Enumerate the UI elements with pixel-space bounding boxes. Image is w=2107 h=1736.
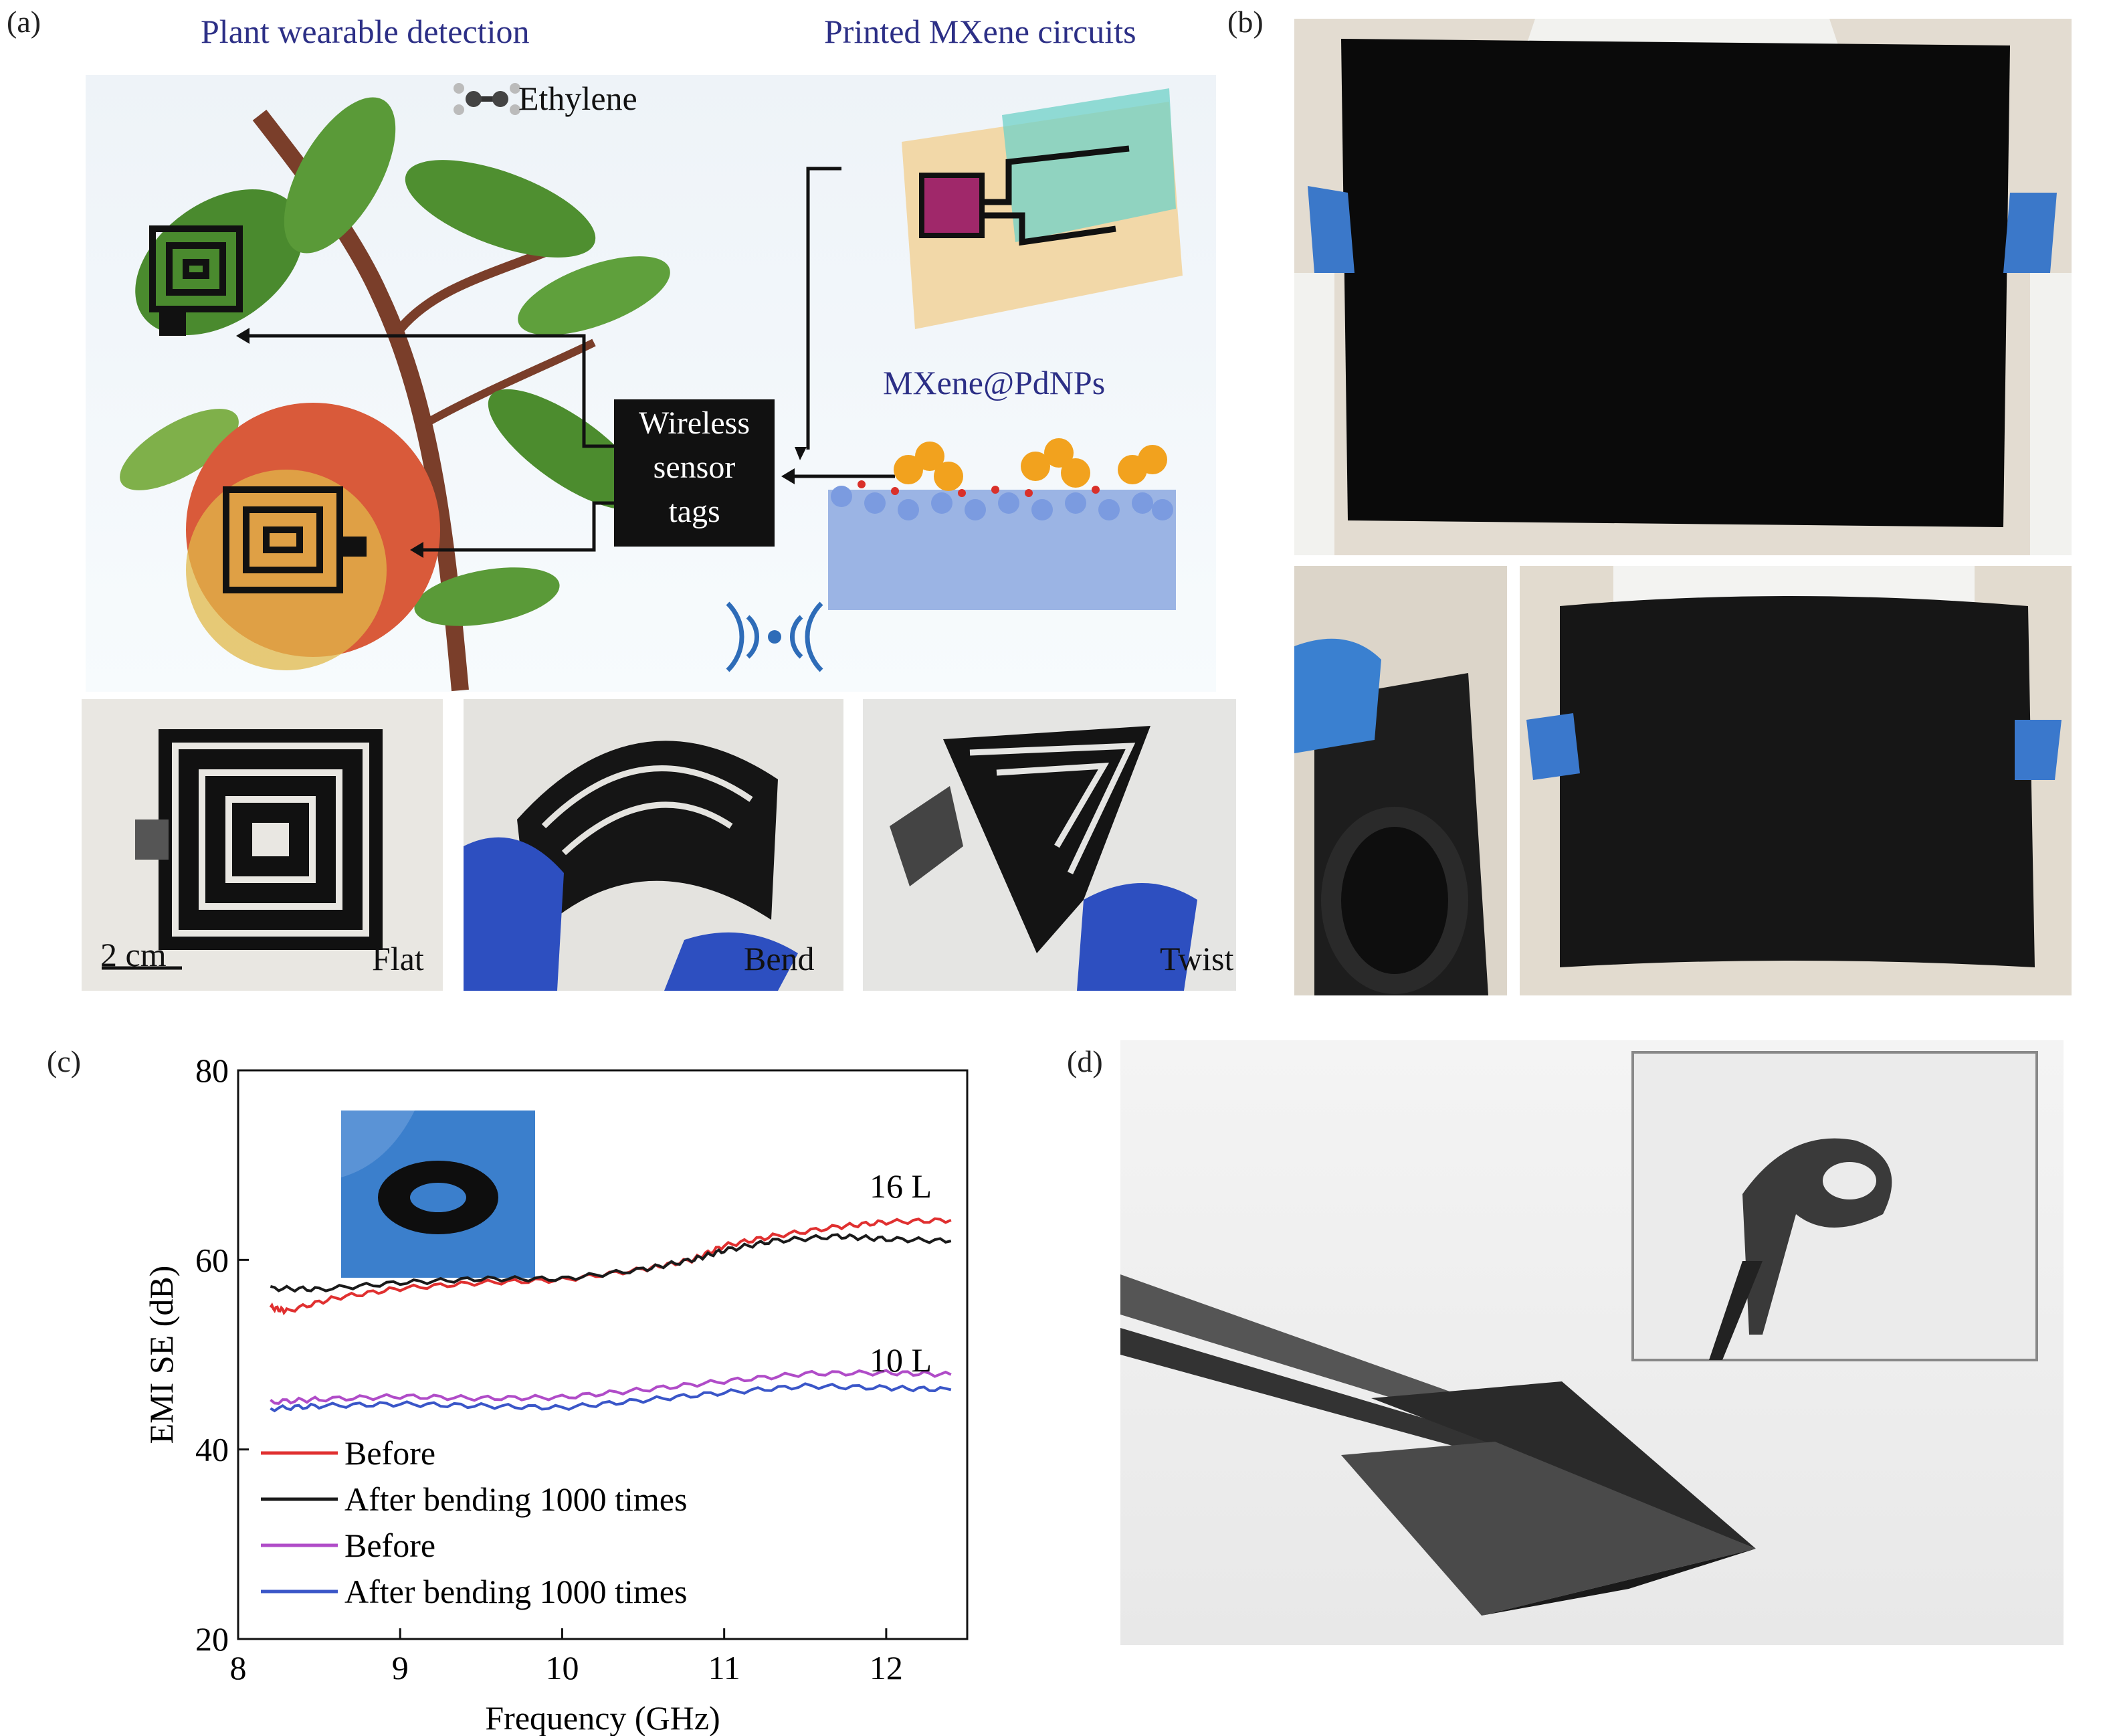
ethylene-molecule <box>454 83 520 115</box>
textured-black-sheet-photo <box>1520 566 2072 995</box>
panel-a-label: (a) <box>7 5 41 39</box>
sensor-box-line-3: tags <box>668 494 720 529</box>
series-line-1 <box>270 1233 952 1293</box>
sensor-box-line-1: Wireless <box>638 405 750 441</box>
scale-bar-label: 2 cm <box>100 936 167 973</box>
mxene-lattice <box>828 438 1176 610</box>
wireless-sensor-tags-box: Wireless sensor tags <box>614 401 775 534</box>
bend-label: Bend <box>744 940 815 977</box>
axis-ticks <box>237 1069 888 1640</box>
plant-drawing <box>120 83 1183 692</box>
twist-label: Twist <box>1160 940 1234 977</box>
panel-d-label: (d) <box>1067 1044 1103 1078</box>
legend-label-0: Before <box>344 1434 435 1472</box>
ethylene-label: Ethylene <box>518 80 637 117</box>
annotation-10L: 10 L <box>870 1341 932 1379</box>
series-line-3 <box>270 1382 952 1413</box>
bend-sensor-photo <box>464 699 843 991</box>
y-tick-label: 60 <box>195 1241 229 1278</box>
x-tick-label: 8 <box>230 1649 247 1686</box>
legend-label-1: After bending 1000 times <box>344 1480 687 1518</box>
x-tick-label: 11 <box>708 1649 740 1686</box>
folded-film-photo <box>1120 1040 2064 1645</box>
sensor-box-line-2: sensor <box>653 450 736 485</box>
twist-sensor-photo <box>863 699 1236 991</box>
y-axis-label: EMI SE (dB) <box>142 1266 180 1444</box>
annotation-16L: 16 L <box>870 1167 932 1205</box>
legend-label-3: After bending 1000 times <box>344 1573 687 1610</box>
y-tick-label: 40 <box>195 1431 229 1468</box>
panel-a-title-left: Plant wearable detection <box>201 13 530 50</box>
legend-label-2: Before <box>344 1527 435 1564</box>
axis-tick-labels: 8 9 10 11 12 20 40 60 80 <box>195 1052 903 1686</box>
y-tick-label: 20 <box>195 1620 229 1658</box>
mxene-pdnps-label: MXene@PdNPs <box>883 364 1106 401</box>
panel-c-label: (c) <box>47 1044 82 1078</box>
x-axis-label: Frequency (GHz) <box>485 1699 720 1736</box>
large-black-sheet-photo <box>1294 19 2072 555</box>
chart-inset-photo <box>341 1111 535 1278</box>
y-tick-label: 80 <box>195 1052 229 1089</box>
rolled-sheet-photo <box>1294 566 1507 995</box>
plot-frame <box>237 1069 969 1640</box>
flat-label: Flat <box>372 940 424 977</box>
panel-a-title-right: Printed MXene circuits <box>824 13 1136 50</box>
flat-sensor-photo <box>82 699 443 991</box>
series-line-2 <box>270 1369 952 1405</box>
plant-illustration <box>86 75 1216 692</box>
x-tick-label: 9 <box>392 1649 409 1686</box>
series-lines <box>269 1217 952 1413</box>
x-tick-label: 12 <box>870 1649 903 1686</box>
panel-b-label: (b) <box>1227 5 1264 39</box>
x-tick-label: 10 <box>545 1649 579 1686</box>
